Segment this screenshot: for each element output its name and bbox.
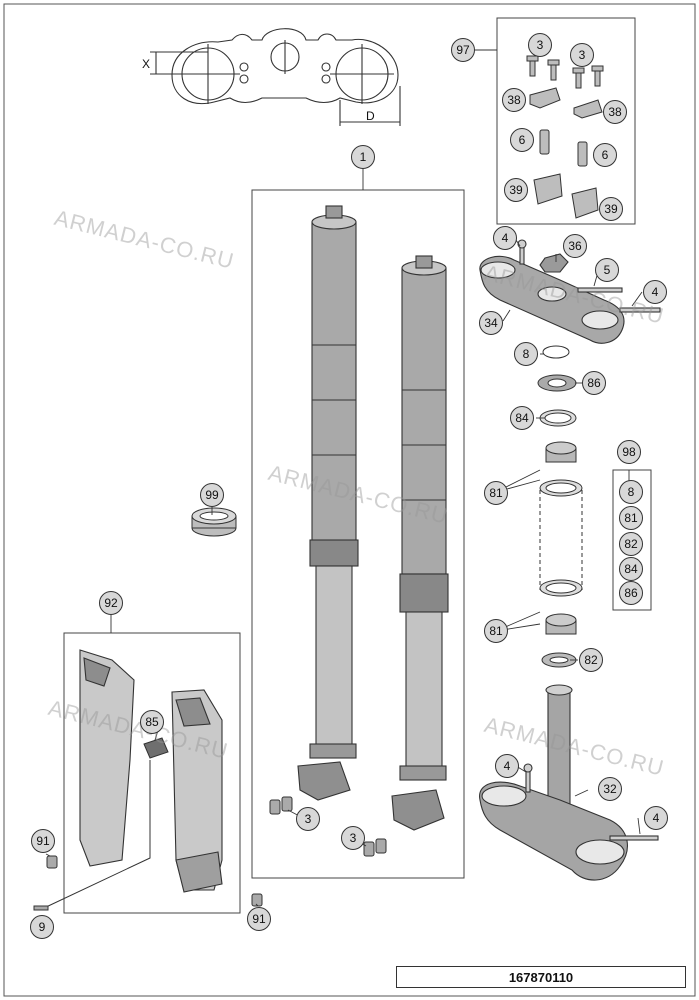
- callout-86: 86: [582, 371, 606, 395]
- loose-screws: [33, 855, 263, 911]
- fork-protectors: [79, 649, 223, 893]
- upper-triple-clamp: [479, 239, 661, 344]
- callout-36: 36: [563, 234, 587, 258]
- callout-4-upper-stem: 4: [493, 226, 517, 250]
- protector-cable-guide: [43, 760, 151, 909]
- callout-39-b: 39: [599, 197, 623, 221]
- callout-8: 8: [514, 342, 538, 366]
- callout-kit-8: 8: [619, 480, 643, 504]
- axle-clamp-screws: [269, 796, 387, 857]
- lower-triple-clamp: [479, 684, 659, 881]
- kit-97-frame: [496, 17, 636, 225]
- triple-clamp-dimension-drawing: [150, 28, 401, 126]
- callout-kit-81: 81: [619, 506, 643, 530]
- callout-81-lower: 81: [484, 619, 508, 643]
- fork-protector-frame: [63, 632, 241, 914]
- callout-98: 98: [617, 440, 641, 464]
- dimension-x-label: X: [142, 57, 151, 71]
- callout-3-kit-b: 3: [570, 43, 594, 67]
- callout-6-a: 6: [510, 128, 534, 152]
- kit-97-parts: [526, 55, 604, 219]
- callout-kit-86: 86: [619, 581, 643, 605]
- callout-97: 97: [451, 38, 475, 62]
- callout-3-kit-a: 3: [528, 33, 552, 57]
- callout-4-upper-clamp: 4: [643, 280, 667, 304]
- callout-1: 1: [351, 145, 375, 169]
- callout-3-fork-left: 3: [296, 807, 320, 831]
- callout-4-lower-clamp: 4: [644, 806, 668, 830]
- steering-bearings-stack: [537, 345, 583, 668]
- callout-99: 99: [200, 483, 224, 507]
- callout-9: 9: [30, 915, 54, 939]
- fork-leg-left: [297, 205, 359, 801]
- callout-91-left: 91: [31, 829, 55, 853]
- callout-82: 82: [579, 648, 603, 672]
- callout-34: 34: [479, 311, 503, 335]
- callout-4-lower-stem: 4: [495, 754, 519, 778]
- dimension-d-label: D: [366, 109, 375, 123]
- callout-6-b: 6: [593, 143, 617, 167]
- fork-leg-right: [391, 255, 449, 831]
- callout-38-a: 38: [502, 88, 526, 112]
- kit-98-frame: [612, 469, 652, 611]
- callout-81-upper: 81: [484, 481, 508, 505]
- callout-39-a: 39: [504, 178, 528, 202]
- callout-3-fork-right: 3: [341, 826, 365, 850]
- callout-38-b: 38: [603, 100, 627, 124]
- collar-ring: [191, 507, 237, 537]
- diagram-part-number: 167870110: [396, 966, 686, 988]
- page-border: [3, 3, 696, 997]
- callout-5: 5: [595, 258, 619, 282]
- callout-kit-84: 84: [619, 557, 643, 581]
- protector-clip: [143, 737, 169, 759]
- callout-92: 92: [99, 591, 123, 615]
- callout-91-right: 91: [247, 907, 271, 931]
- callout-85: 85: [140, 710, 164, 734]
- callout-32: 32: [598, 777, 622, 801]
- callout-84: 84: [510, 406, 534, 430]
- callout-kit-82: 82: [619, 532, 643, 556]
- fork-frame: [251, 189, 465, 879]
